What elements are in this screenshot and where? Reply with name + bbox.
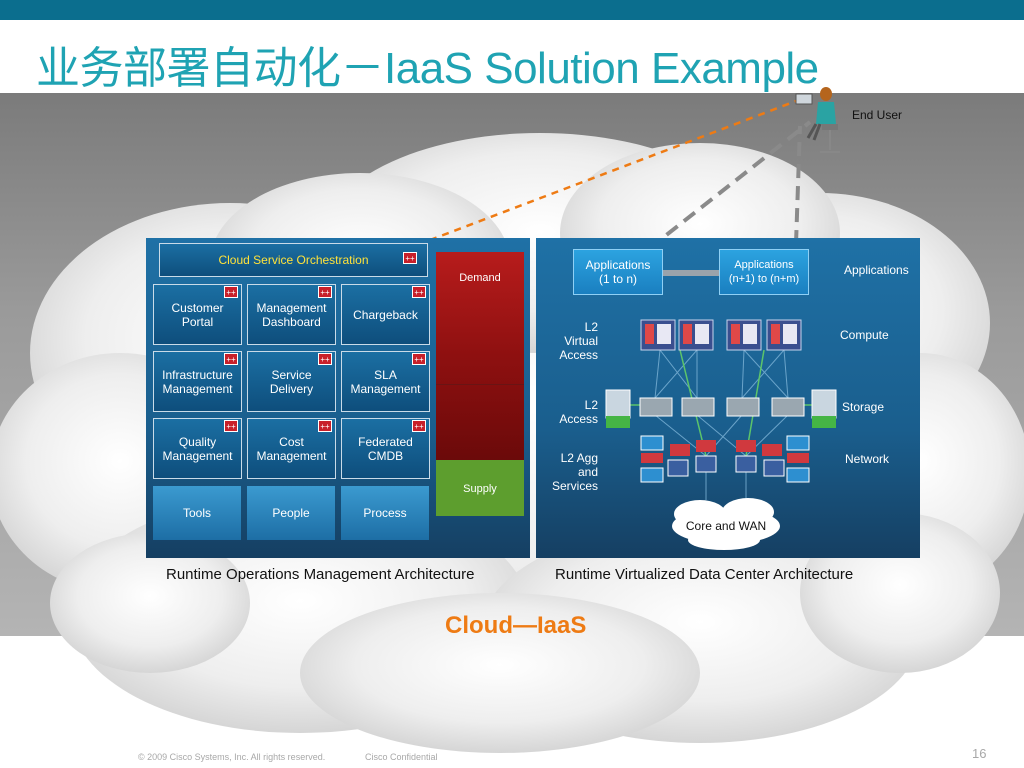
chargeback-box-label: Chargeback [353,307,418,322]
layer-label-l2-agg-services: L2 Agg and Services [551,451,598,493]
tools-box: Tools [153,486,241,540]
demand-bar: Demand [436,252,524,460]
process-box: Process [341,486,429,540]
left-panel-caption: Runtime Operations Management Architectu… [166,566,475,583]
supply-bar: Supply [436,460,524,516]
footer-copyright: © 2009 Cisco Systems, Inc. All rights re… [138,752,326,762]
tier-label-network: Network [845,452,890,466]
slide-title: 业务部署自动化－IaaS Solution Example [36,44,819,93]
plus-badge-icon: ++ [412,353,426,365]
tier-label-applications: Applications [844,263,909,277]
federated-cmdb-box-label: Federated CMDB [358,434,413,463]
plus-badge-icon: ++ [224,420,238,432]
layer-label-l2-virtual-access: L2 Virtual Access [559,320,598,362]
end-user-label: End User [852,108,903,122]
plus-badge-icon: ++ [412,420,426,432]
applications-box-1-label: Applications (1 to n) [585,258,651,286]
core-wan-label: Core and WAN [685,519,767,533]
orchestration-label: Cloud Service Orchestration [218,253,369,267]
plus-badge-icon: ++ [318,353,332,365]
federated-cmdb-box: Federated CMDB [341,418,430,479]
infrastructure-management-box-label: Infrastructure Management [162,367,233,396]
demand-label: Demand [459,272,501,284]
applications-connector [663,270,719,276]
cloud-iaas-label: Cloud—IaaS [445,612,587,639]
sla-management-box-label: SLA Management [350,367,421,396]
quality-management-box-label: Quality Management [162,434,233,463]
people-box: People [247,486,335,540]
plus-badge-icon: ++ [403,252,417,264]
tier-label-storage: Storage [842,400,885,414]
footer-confidential: Cisco Confidential [365,752,438,762]
applications-box-2: Applications (n+1) to (n+m) [719,249,809,295]
plus-badge-icon: ++ [412,286,426,298]
top-bar [0,0,1024,20]
cloud-service-orchestration-box: Cloud Service Orchestration [159,243,428,277]
service-delivery-box-label: Service Delivery [269,367,314,396]
customer-portal-box-label: Customer Portal [171,300,224,329]
tier-label-compute: Compute [840,328,889,342]
plus-badge-icon: ++ [224,353,238,365]
right-panel-caption: Runtime Virtualized Data Center Architec… [555,566,854,583]
demand-divider [436,384,524,385]
layer-label-l2-access: L2 Access [559,398,598,426]
applications-box-1: Applications (1 to n) [573,249,663,295]
plus-badge-icon: ++ [224,286,238,298]
cost-management-box-label: Cost Management [256,434,327,463]
plus-badge-icon: ++ [318,420,332,432]
applications-box-2-label: Applications (n+1) to (n+m) [728,259,800,285]
plus-badge-icon: ++ [318,286,332,298]
supply-label: Supply [463,483,497,495]
management-dashboard-box-label: Management Dashboard [256,300,327,329]
quality-management-box: Quality Management [153,418,242,479]
page-number: 16 [972,746,987,761]
